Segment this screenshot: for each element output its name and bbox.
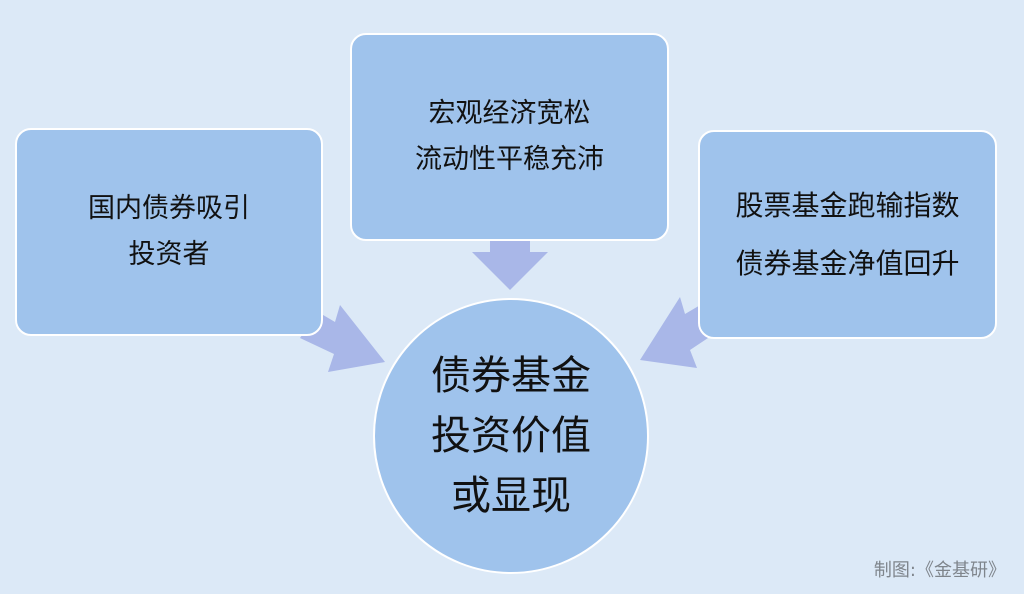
right-box: 股票基金跑输指数 债券基金净值回升: [698, 130, 997, 339]
top-box-line: 流动性平稳充沛: [415, 144, 604, 175]
credit-text: 制图:《金基研》: [873, 560, 1006, 581]
center-line: 或显现: [451, 473, 571, 519]
left-box: 国内债券吸引 投资者: [15, 128, 323, 336]
left-box-line: 国内债券吸引: [88, 193, 250, 224]
top-box-line: 宏观经济宽松: [428, 98, 591, 129]
right-box-line: 股票基金跑输指数: [735, 188, 960, 222]
center-line: 债券基金: [431, 353, 591, 399]
center-circle: 债券基金 投资价值 或显现: [373, 298, 649, 574]
center-line: 投资价值: [431, 413, 591, 459]
top-box: 宏观经济宽松 流动性平稳充沛: [350, 33, 669, 241]
right-box-line: 债券基金净值回升: [735, 246, 960, 280]
left-box-line: 投资者: [128, 239, 210, 270]
arrow-down-icon: [472, 240, 548, 290]
